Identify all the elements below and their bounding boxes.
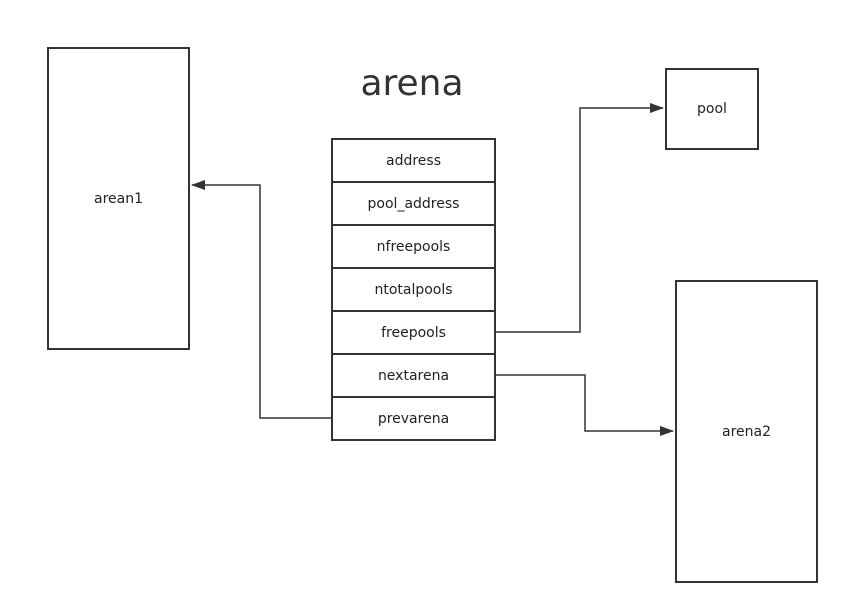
arena2-box: arena2 [675,280,818,583]
arena2-label: arena2 [722,423,771,440]
pool-label: pool [697,101,727,117]
field-nextarena: nextarena [333,355,494,398]
arena-struct: address pool_address nfreepools ntotalpo… [331,138,496,441]
field-prevarena: prevarena [333,398,494,441]
field-freepools: freepools [333,312,494,355]
pool-box: pool [665,68,759,150]
field-address: address [333,140,494,183]
nextarena-to-arena2-arrow [496,374,674,436]
prevarena-to-arena1-arrow [191,180,331,419]
field-nfreepools: nfreepools [333,226,494,269]
freepools-to-pool-arrow [496,103,664,333]
diagram-title: arena [360,63,464,104]
field-ntotalpools: ntotalpools [333,269,494,312]
arena1-box: arean1 [47,47,190,350]
field-pool-address: pool_address [333,183,494,226]
arena1-label: arean1 [94,190,143,207]
